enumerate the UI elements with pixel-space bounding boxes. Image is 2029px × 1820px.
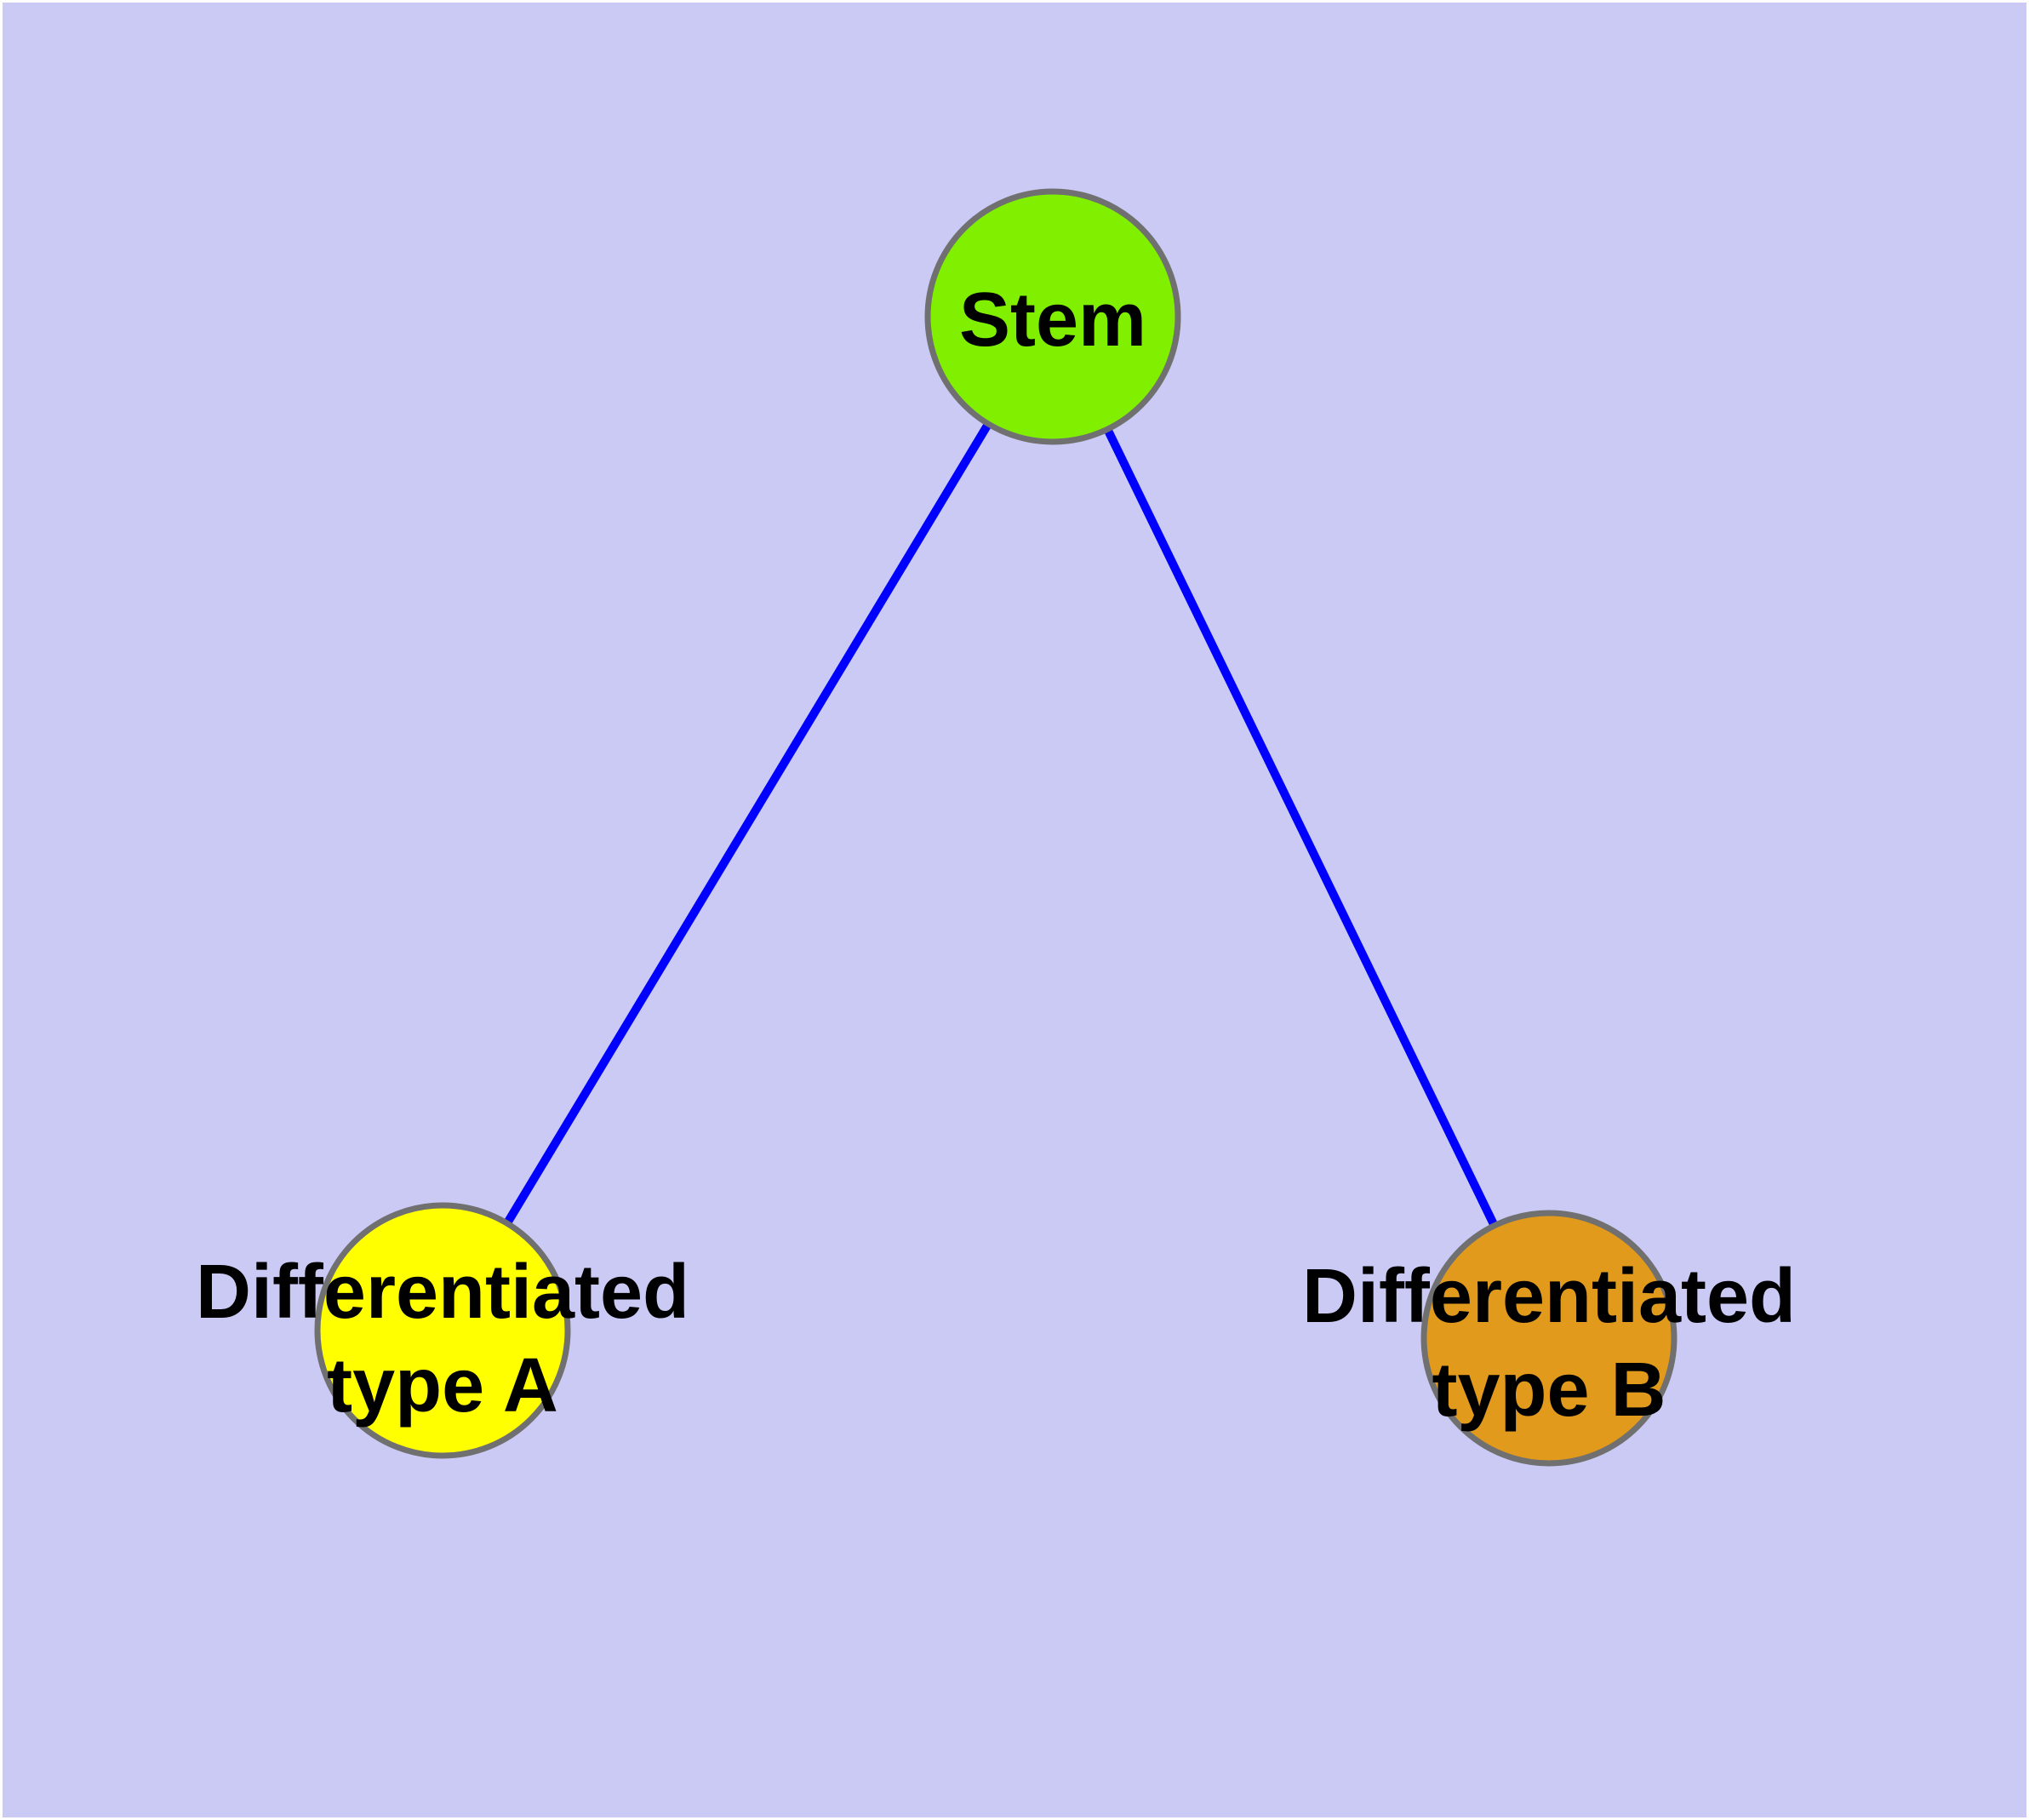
edge-stem-to-type-b bbox=[1049, 314, 1553, 1341]
node-label-stem: Stem bbox=[959, 278, 1146, 363]
node-stem bbox=[924, 188, 1181, 445]
node-label-type-b-line1: Differentiated bbox=[1302, 1254, 1796, 1339]
edge-stem-to-type-a bbox=[438, 314, 1057, 1333]
node-type-a bbox=[314, 1202, 571, 1459]
node-label-type-b-line2: type B bbox=[1432, 1348, 1666, 1433]
node-type-b bbox=[1420, 1210, 1677, 1467]
node-label-type-a-line1: Differentiated bbox=[196, 1250, 689, 1335]
node-labels: Stem Differentiated type A Differentiate… bbox=[196, 278, 1796, 1433]
node-label-type-a-line2: type A bbox=[327, 1343, 558, 1428]
